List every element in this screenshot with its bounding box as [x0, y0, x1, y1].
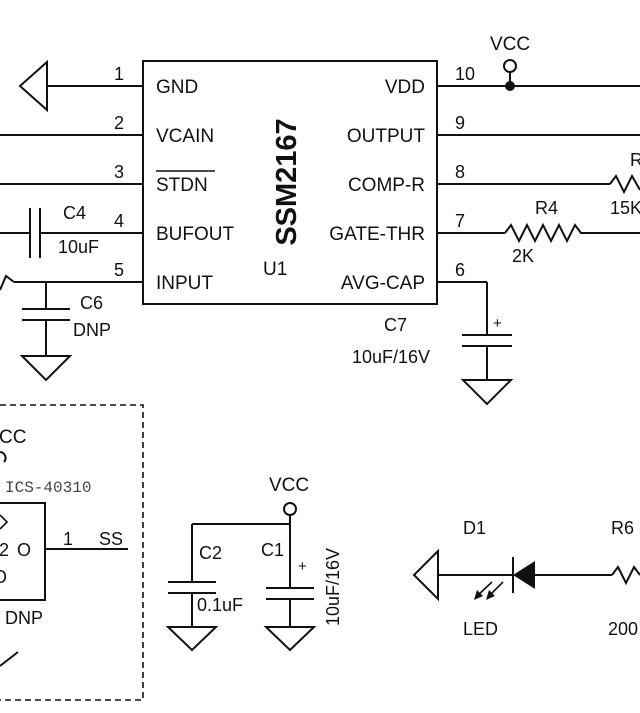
- r-comp-ref: R: [630, 150, 640, 170]
- c7-ref: C7: [384, 315, 407, 335]
- mic-body: [0, 502, 46, 601]
- c1-polarity: +: [298, 558, 307, 575]
- ic-body: [142, 60, 438, 305]
- pin-num-7: 7: [455, 211, 465, 231]
- mic-dashed-box: [0, 404, 144, 701]
- r-comp-value: 15K: [610, 198, 640, 218]
- r6-ref: R6: [611, 518, 634, 538]
- pin-label-vcain: VCAIN: [156, 126, 214, 147]
- vcc-top-terminal: [503, 59, 517, 73]
- led-supply-arrow: [412, 548, 439, 602]
- pin-num-6: 6: [455, 260, 465, 280]
- c1-value: 10uF/16V: [323, 548, 343, 626]
- mic-part-number: ICS-40310: [5, 479, 91, 497]
- c2-ground-symbol: [165, 626, 219, 652]
- pin-label-gnd: GND: [156, 77, 198, 98]
- pin-label-comp-r: COMP-R: [348, 175, 425, 196]
- mic-vcc-label: CC: [0, 427, 26, 448]
- r4-resistor: [504, 222, 640, 244]
- pin-num-3: 3: [114, 162, 124, 182]
- mic-ground-partial: [0, 651, 19, 667]
- r6-resistor: [611, 565, 640, 586]
- c1-ref: C1: [261, 540, 284, 560]
- c7-value: 10uF/16V: [352, 347, 430, 367]
- r-comp-resistor: [609, 173, 640, 195]
- pin-label-output: OUTPUT: [347, 126, 426, 147]
- c2-ref: C2: [199, 543, 222, 563]
- c7-ground-symbol: [460, 379, 514, 406]
- d1-ref: D1: [463, 518, 486, 538]
- mic-ss-pin-num: 1: [63, 529, 73, 549]
- c6-value: DNP: [73, 320, 111, 340]
- pin-num-2: 2: [114, 113, 124, 133]
- pin-num-9: 9: [455, 113, 465, 133]
- mic-pin-marker: [0, 514, 9, 530]
- ic-name: SSM2167: [271, 118, 303, 245]
- pin-num-1: 1: [114, 64, 124, 84]
- vcc-top-label: VCC: [490, 34, 530, 55]
- led-emission-head-2: [474, 590, 483, 600]
- pin-num-5: 5: [114, 260, 124, 280]
- ic-ref: U1: [263, 259, 287, 280]
- pin-label-stdn: STDN: [156, 175, 208, 196]
- d1-value: LED: [463, 619, 498, 639]
- input-resistor-partial: [0, 274, 15, 291]
- pin-label-gate-thr: GATE-THR: [329, 224, 425, 245]
- mic-pin-2: 2: [0, 540, 9, 560]
- pin-label-input: INPUT: [156, 273, 213, 294]
- pin-num-4: 4: [114, 211, 124, 231]
- r4-ref: R4: [535, 198, 558, 218]
- mic-dnp-label: DNP: [5, 608, 43, 628]
- led-diode-triangle: [513, 561, 535, 589]
- led-emission-head-1: [486, 590, 495, 600]
- pin-num-8: 8: [455, 162, 465, 182]
- pin-label-vdd: VDD: [385, 77, 425, 98]
- vcc-decoupling-terminal: [283, 502, 297, 516]
- pin-num-10: 10: [455, 64, 475, 84]
- c6-ref: C6: [80, 293, 103, 313]
- c4-value: 10uF: [58, 237, 99, 257]
- r4-value: 2K: [512, 246, 534, 266]
- c4-ref: C4: [63, 203, 86, 223]
- c7-polarity: +: [493, 315, 502, 332]
- r6-value: 200: [608, 619, 638, 639]
- vcc-decoupling-label: VCC: [269, 475, 309, 496]
- c6-ground-symbol: [19, 355, 73, 382]
- mic-pin-o1: O: [17, 540, 31, 560]
- mic-ss-label: SS: [99, 529, 123, 549]
- vdd-junction-dot: [505, 81, 515, 91]
- c2-value: 0.1uF: [197, 595, 243, 615]
- pin-label-bufout: BUFOUT: [156, 224, 235, 245]
- gnd-arrow-symbol: [18, 59, 48, 113]
- pin-label-avg-cap: AVG-CAP: [341, 273, 425, 294]
- c1-ground-symbol: [263, 626, 317, 652]
- mic-vcc-terminal-partial: [0, 451, 7, 463]
- mic-pin-o2: O: [0, 567, 7, 587]
